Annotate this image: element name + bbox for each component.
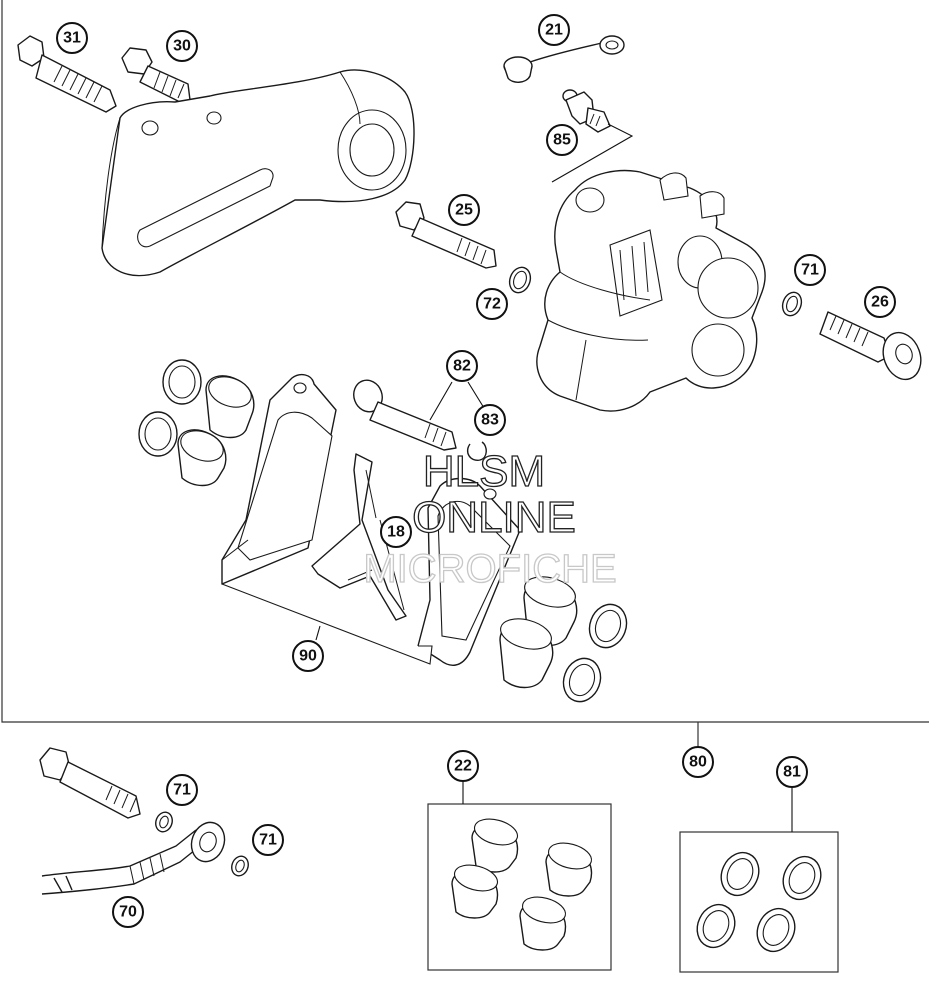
callout-22-label: 22 — [454, 758, 472, 775]
callout-70-label: 70 — [119, 904, 137, 921]
o-ring-71-upper — [781, 291, 803, 317]
callout-85-label: 85 — [553, 132, 571, 149]
o-ring-72 — [508, 266, 532, 294]
callout-71-b-label: 71 — [259, 832, 277, 849]
callout-72-label: 72 — [483, 296, 501, 313]
callout-21: 21 — [538, 14, 570, 46]
callout-85: 85 — [546, 124, 578, 156]
pistons-kit-22 — [451, 818, 593, 951]
callout-18: 18 — [380, 516, 412, 548]
callout-26-label: 26 — [871, 294, 889, 311]
brake-caliper — [536, 169, 766, 412]
callout-26: 26 — [864, 286, 896, 318]
callout-25: 25 — [448, 194, 480, 226]
assembly-frame — [1, 0, 929, 723]
pistons-right — [499, 576, 578, 689]
callout-30-label: 30 — [173, 38, 191, 55]
callout-80: 80 — [682, 746, 714, 778]
leader-82 — [429, 381, 485, 421]
seals-kit-81 — [696, 851, 822, 953]
callout-31: 31 — [56, 22, 88, 54]
pin-82 — [353, 379, 457, 451]
leader-90 — [315, 625, 321, 641]
spring-18 — [311, 453, 407, 621]
callout-25-label: 25 — [455, 202, 473, 219]
guide-pin-25 — [395, 201, 497, 269]
pad-guard-90 — [221, 539, 433, 665]
brake-hose-70 — [41, 821, 226, 895]
callout-82-label: 82 — [453, 358, 471, 375]
callout-82: 82 — [446, 350, 478, 382]
kit-box-81 — [679, 831, 839, 973]
bolt-30 — [121, 47, 191, 103]
callout-70: 70 — [112, 896, 144, 928]
callout-71-upper: 71 — [794, 254, 826, 286]
callout-71-a-label: 71 — [173, 782, 191, 799]
piston-seals-left — [138, 359, 202, 457]
brake-pad-left — [221, 373, 337, 585]
pistons-left — [177, 375, 255, 487]
bolt-31 — [17, 35, 117, 113]
callout-83: 83 — [474, 404, 506, 436]
callout-71-a: 71 — [166, 774, 198, 806]
callout-81-label: 81 — [783, 764, 801, 781]
piston-seals-right — [562, 603, 628, 703]
callout-90-label: 90 — [299, 648, 317, 665]
callout-71-upper-label: 71 — [801, 262, 819, 279]
callout-72: 72 — [476, 288, 508, 320]
callout-31-label: 31 — [63, 30, 81, 47]
watermark-line2: ONLINE — [412, 493, 576, 542]
callout-18-label: 18 — [387, 524, 405, 541]
kit-box-22 — [427, 803, 612, 971]
watermark-line3: MICROFICHE — [363, 547, 616, 591]
watermark: HLSM ONLINE MICROFICHE — [363, 446, 618, 591]
caliper-bracket — [101, 69, 415, 277]
clip-83 — [466, 441, 487, 461]
callout-81: 81 — [776, 756, 808, 788]
bleeder-cap-21 — [503, 35, 625, 83]
washer-71-a — [155, 811, 173, 833]
callout-80-label: 80 — [689, 754, 707, 771]
bolt-26 — [819, 311, 922, 381]
callout-30: 30 — [166, 30, 198, 62]
washer-71-b — [231, 855, 249, 877]
bleeder-screw-85 — [562, 89, 611, 133]
callout-83-label: 83 — [481, 412, 499, 429]
banjo-bolt — [39, 747, 141, 819]
brake-pad-right — [417, 477, 521, 666]
watermark-line1: HLSM — [423, 447, 545, 496]
callout-71-b: 71 — [252, 824, 284, 856]
callout-21-label: 21 — [545, 22, 563, 39]
callout-90: 90 — [292, 640, 324, 672]
leader-85 — [551, 123, 634, 183]
callout-22: 22 — [447, 750, 479, 782]
